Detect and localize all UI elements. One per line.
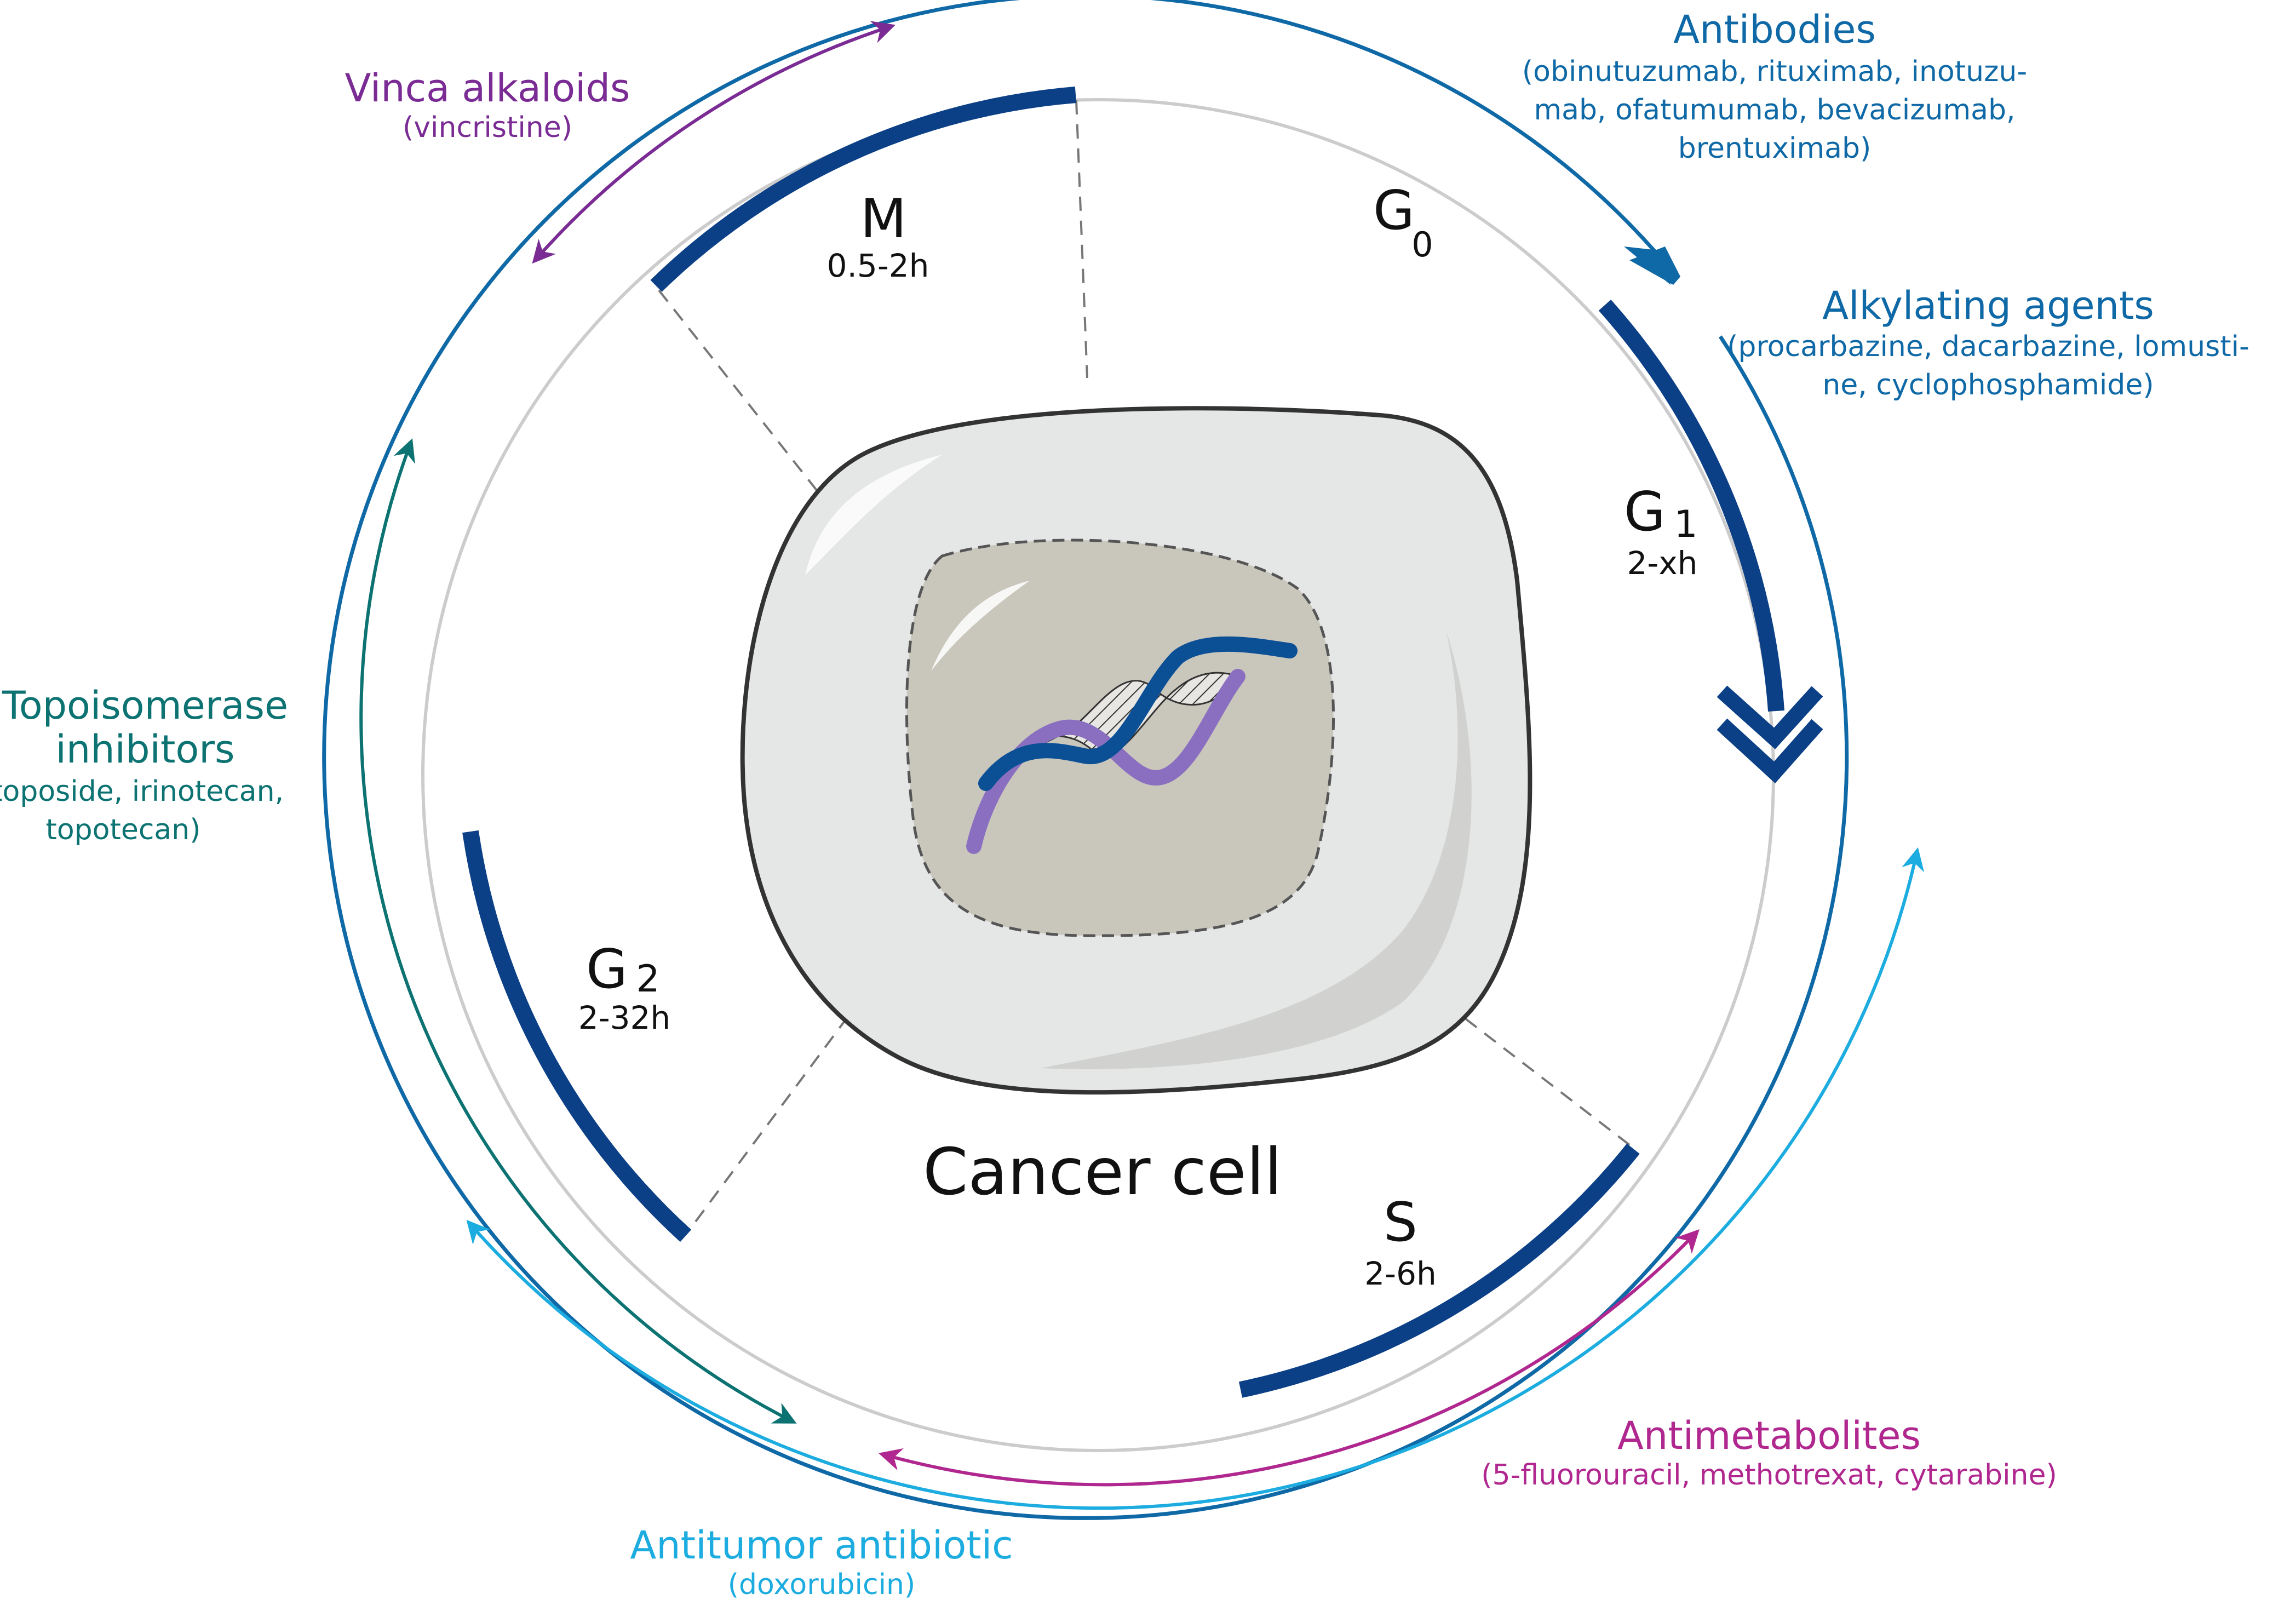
phase-m-duration: 0.5-2h xyxy=(827,247,929,284)
phase-s-duration: 2-6h xyxy=(1364,1255,1437,1292)
dna-helix-icon xyxy=(966,636,1298,854)
alkylating-title: Alkylating agents xyxy=(1822,283,2154,328)
antitumor-examples: (doxorubicin) xyxy=(728,1568,916,1601)
phase-m-label: M xyxy=(860,188,907,250)
arc-s xyxy=(1238,1143,1640,1398)
vinca-arrow xyxy=(532,21,896,264)
topoisomerase-examples-2: topotecan) xyxy=(45,813,200,846)
topoisomerase-arrow xyxy=(359,438,797,1424)
phase-g2-duration: 2-32h xyxy=(578,999,670,1036)
antimetabolites-arrow xyxy=(878,1229,1700,1487)
phase-s-label: S xyxy=(1384,1191,1417,1254)
phase-g0-sub: 0 xyxy=(1411,225,1433,265)
g1-chevron-icon xyxy=(1717,685,1823,783)
antibodies-examples-1: (obinutuzumab, rituximab, inotuzu- xyxy=(1522,55,2027,88)
antimetabolites-title: Antimetabolites xyxy=(1617,1413,1921,1458)
antibodies-title: Antibodies xyxy=(1673,7,1876,52)
topoisomerase-examples-1: (etoposide, irinotecan, xyxy=(0,775,284,808)
outer-ring-arrowhead-2 xyxy=(1624,247,1671,285)
phase-g1-sub: 1 xyxy=(1674,503,1697,546)
vinca-examples: (vincristine) xyxy=(403,111,572,144)
alkylating-examples-2: ne, cyclophosphamide) xyxy=(1822,369,2154,402)
vinca-title: Vinca alkaloids xyxy=(345,66,630,111)
antibodies-examples-3: brentuximab) xyxy=(1678,132,1872,165)
antitumor-title: Antitumor antibiotic xyxy=(630,1523,1013,1568)
antimetabolites-examples: (5-fluorouracil, methotrexat, cytarabine… xyxy=(1481,1459,2057,1492)
topoisomerase-title-2: inhibitors xyxy=(55,727,234,772)
phase-g0-label: G xyxy=(1373,180,1415,242)
phase-g2-label: G xyxy=(586,938,628,1001)
phase-g2-sub: 2 xyxy=(636,958,659,1001)
antitumor-arrow xyxy=(466,847,1925,1510)
antibodies-examples-2: mab, ofatumumab, bevacizumab, xyxy=(1534,94,2015,127)
phase-g1-duration: 2-xh xyxy=(1627,544,1698,582)
topoisomerase-title-1: Topoisomerase xyxy=(2,683,288,728)
arc-g1 xyxy=(1598,300,1784,712)
phase-g1-label: G xyxy=(1624,481,1666,543)
cancer-cell-label: Cancer cell xyxy=(923,1134,1282,1210)
alkylating-examples-1: (procarbazine, dacarbazine, lomusti- xyxy=(1727,330,2249,363)
